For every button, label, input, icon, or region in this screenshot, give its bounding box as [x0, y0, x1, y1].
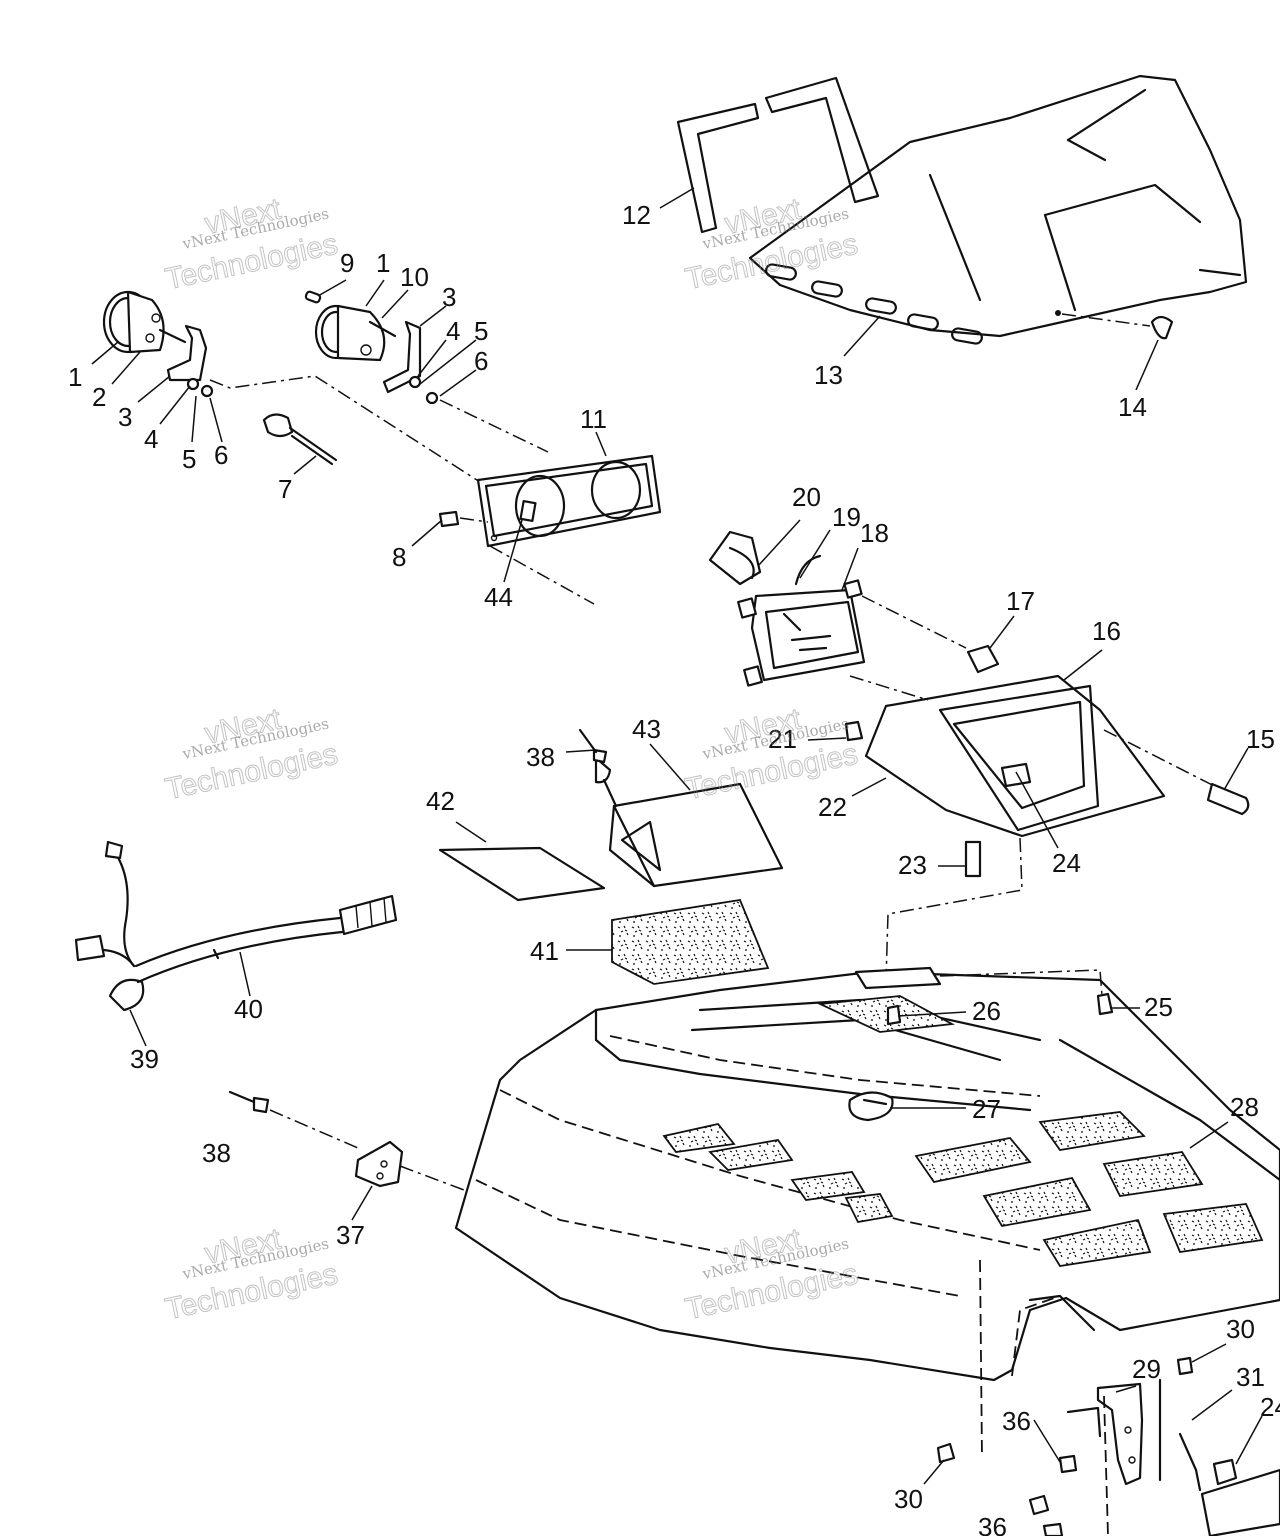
callout-42: 42	[426, 786, 455, 816]
callout-labels: 1 2 3 4 5 6 7 8 9 1 10 3 4 5 6 11 44 12 …	[68, 200, 1280, 1536]
callout-41: 41	[530, 936, 559, 966]
callout-6b: 6	[474, 346, 488, 376]
callout-30b: 30	[894, 1484, 923, 1514]
callout-1b: 1	[376, 248, 390, 278]
callout-38a: 38	[526, 742, 555, 772]
callout-6a: 6	[214, 440, 228, 470]
callout-8: 8	[392, 542, 406, 572]
callout-29: 29	[1132, 1354, 1161, 1384]
foam-pad	[611, 899, 770, 985]
leader-lines	[91, 187, 1263, 1485]
callout-26: 26	[972, 996, 1001, 1026]
callout-40: 40	[234, 994, 263, 1024]
callout-23: 23	[898, 850, 927, 880]
speedometer-gauge-left	[102, 290, 481, 483]
callout-20: 20	[792, 482, 821, 512]
headlight-lamp	[737, 554, 967, 687]
watermark-1: vNext vNext Technologies Technologies	[162, 192, 341, 297]
watermark-3: vNext vNext Technologies Technologies	[162, 702, 341, 807]
callout-1a: 1	[68, 362, 82, 392]
callout-21: 21	[768, 724, 797, 754]
tachometer-gauge-right	[304, 290, 549, 453]
callout-36b: 36	[978, 1512, 1007, 1536]
callout-22: 22	[818, 792, 847, 822]
callout-39: 39	[130, 1044, 159, 1074]
callout-15: 15	[1246, 724, 1275, 754]
hood-hinge	[936, 1356, 1280, 1536]
watermark-4: vNext vNext Technologies Technologies	[682, 702, 861, 807]
wiring-harness	[74, 840, 398, 1012]
callout-24a: 24	[1052, 848, 1081, 878]
callout-3b: 3	[442, 282, 456, 312]
callout-36a: 36	[1002, 1406, 1031, 1436]
watermark-2: vNext vNext Technologies Technologies	[682, 192, 861, 297]
callout-16: 16	[1092, 616, 1121, 646]
callout-44: 44	[484, 582, 513, 612]
watermark: vNext vNext Technologies Technologies vN…	[162, 192, 861, 1327]
callout-25: 25	[1144, 992, 1173, 1022]
mat-pad	[438, 846, 606, 902]
callout-19: 19	[832, 502, 861, 532]
callout-4b: 4	[446, 316, 460, 346]
windshield-decal	[676, 76, 880, 234]
callout-5b: 5	[474, 316, 488, 346]
callout-5a: 5	[182, 444, 196, 474]
callout-38b: 38	[202, 1138, 231, 1168]
callout-31: 31	[1236, 1362, 1265, 1392]
callout-4a: 4	[144, 424, 158, 454]
storage-compartment	[594, 756, 784, 888]
callout-10: 10	[400, 262, 429, 292]
callout-9: 9	[340, 248, 354, 278]
callout-3a: 3	[118, 402, 132, 432]
windshield	[748, 74, 1248, 345]
windshield-screw	[1055, 310, 1174, 340]
callout-24b: 24	[1260, 1392, 1280, 1422]
callout-43: 43	[632, 714, 661, 744]
instrument-panel	[438, 454, 662, 605]
headlight-bulb	[708, 530, 762, 586]
headlight-pod	[844, 674, 1250, 981]
speedo-cable	[262, 413, 338, 466]
callout-28: 28	[1230, 1092, 1259, 1122]
callout-30a: 30	[1226, 1314, 1255, 1344]
rivet-top	[578, 728, 608, 764]
headlight-spring	[966, 644, 1000, 674]
hood	[454, 966, 1280, 1459]
hood-bracket-left	[228, 1090, 465, 1191]
callout-17: 17	[1006, 586, 1035, 616]
callout-2: 2	[92, 382, 106, 412]
watermark-5: vNext vNext Technologies Technologies	[162, 1222, 341, 1327]
callout-11: 11	[580, 404, 607, 434]
callout-13: 13	[814, 360, 843, 390]
callout-27: 27	[972, 1094, 1001, 1124]
callout-37: 37	[336, 1220, 365, 1250]
callout-12: 12	[622, 200, 651, 230]
callout-7: 7	[278, 474, 292, 504]
callout-18: 18	[860, 518, 889, 548]
callout-14: 14	[1118, 392, 1147, 422]
